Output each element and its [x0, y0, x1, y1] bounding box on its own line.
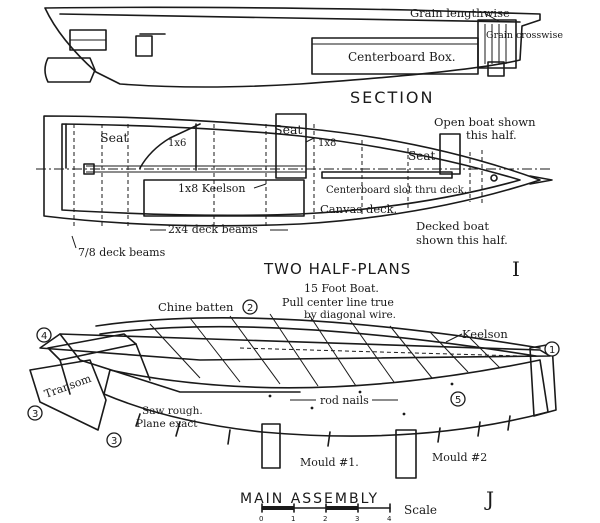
- section-view: Grain lengthwise Grain crosswise Centerb…: [44, 6, 563, 107]
- half-plans-view: Seat Seat Seat 1x6 1x8 1x8 Keelson Cente…: [36, 113, 553, 295]
- scale-tick-4: 4: [387, 515, 392, 523]
- svg-text:4: 4: [41, 331, 47, 342]
- assembly-frames: [149, 313, 521, 387]
- rod-nails-label: rod nails: [320, 394, 369, 407]
- main-assembly-view: 1 2 3 3 4 5 Chine batten Pull center lin…: [27, 296, 560, 523]
- assembly-hull-side: [103, 359, 549, 437]
- main-assembly-title: MAIN ASSEMBLY: [240, 491, 379, 507]
- svg-text:5: 5: [455, 395, 461, 406]
- decked-boat-label-2: shown this half.: [416, 233, 508, 247]
- scale-bar: 0 1 2 3 4 Scale: [259, 503, 437, 523]
- svg-text:1: 1: [549, 345, 555, 356]
- deck-beams-2x4-label: 2x4 deck beams: [168, 223, 258, 236]
- scale-tick-0: 0: [259, 515, 263, 523]
- plan-hull-outline: [43, 115, 541, 227]
- grain-crosswise-label: Grain crosswise: [486, 30, 563, 41]
- support-legs: [135, 413, 511, 479]
- open-boat-label-1: Open boat shown: [434, 115, 536, 129]
- grain-lengthwise-label: Grain lengthwise: [410, 6, 510, 20]
- svg-text:2: 2: [247, 303, 253, 314]
- deck-beams-7-8-label: 7/8 deck beams: [78, 246, 166, 259]
- transom-block: [29, 359, 107, 431]
- scale-tick-2: 2: [323, 515, 327, 523]
- callout-2: 2: [242, 299, 258, 315]
- callout-4: 4: [36, 327, 52, 343]
- half-plans-title: TWO HALF-PLANS: [263, 260, 411, 278]
- saw-rough-label: Saw rough.: [142, 405, 203, 417]
- deck-beams: [73, 124, 483, 228]
- callout-3b: 3: [106, 432, 122, 448]
- svg-text:3: 3: [32, 409, 38, 420]
- callout-1: 1: [544, 341, 560, 357]
- scale-tick-3: 3: [355, 515, 359, 523]
- assembly-frame: [39, 333, 551, 361]
- plane-exact-label: Plane exact: [136, 418, 198, 430]
- callout-5: 5: [450, 391, 466, 407]
- callout-3a: 3: [27, 405, 43, 421]
- seat-right-label: Seat: [408, 149, 435, 163]
- decked-boat-label-1: Decked boat: [416, 219, 489, 233]
- chine-batten-label: Chine batten: [158, 300, 234, 314]
- pull-center-line-label-1: Pull center line true: [282, 296, 394, 309]
- half-plans-plate-number: I: [512, 257, 520, 281]
- board-1x8-label: 1x8: [318, 138, 336, 149]
- keelson-label: 1x8 Keelson: [178, 182, 246, 195]
- half-plans-subtitle: 15 Foot Boat.: [304, 282, 379, 295]
- main-assembly-plate-number: J: [484, 487, 494, 511]
- board-1x6-label: 1x6: [168, 138, 186, 149]
- section-heading: SECTION: [350, 88, 435, 107]
- rudder: [44, 57, 96, 83]
- scale-tick-1: 1: [291, 515, 295, 523]
- seat-left-label: Seat: [100, 130, 128, 145]
- seat-mid-label: Seat: [274, 122, 302, 137]
- centerboard-box-label: Centerboard Box.: [348, 50, 456, 64]
- mould-2-label: Mould #2: [432, 451, 487, 464]
- grain-detail: [477, 19, 517, 77]
- canvas-deck-label: Canvas deck.: [320, 202, 397, 216]
- svg-text:3: 3: [111, 436, 117, 447]
- open-boat-label-2: this half.: [466, 128, 517, 142]
- nail-marks: [268, 382, 454, 416]
- plan-keelson: [143, 179, 305, 217]
- keelson-assembly-label: Keelson: [462, 327, 508, 341]
- mould-1-label: Mould #1.: [300, 456, 359, 469]
- pull-center-line-label-2: by diagonal wire.: [304, 309, 396, 321]
- scale-label: Scale: [404, 503, 437, 517]
- transom-label: Transom: [43, 372, 94, 401]
- centerboard-slot-label: Centerboard slot thru deck.: [326, 185, 467, 196]
